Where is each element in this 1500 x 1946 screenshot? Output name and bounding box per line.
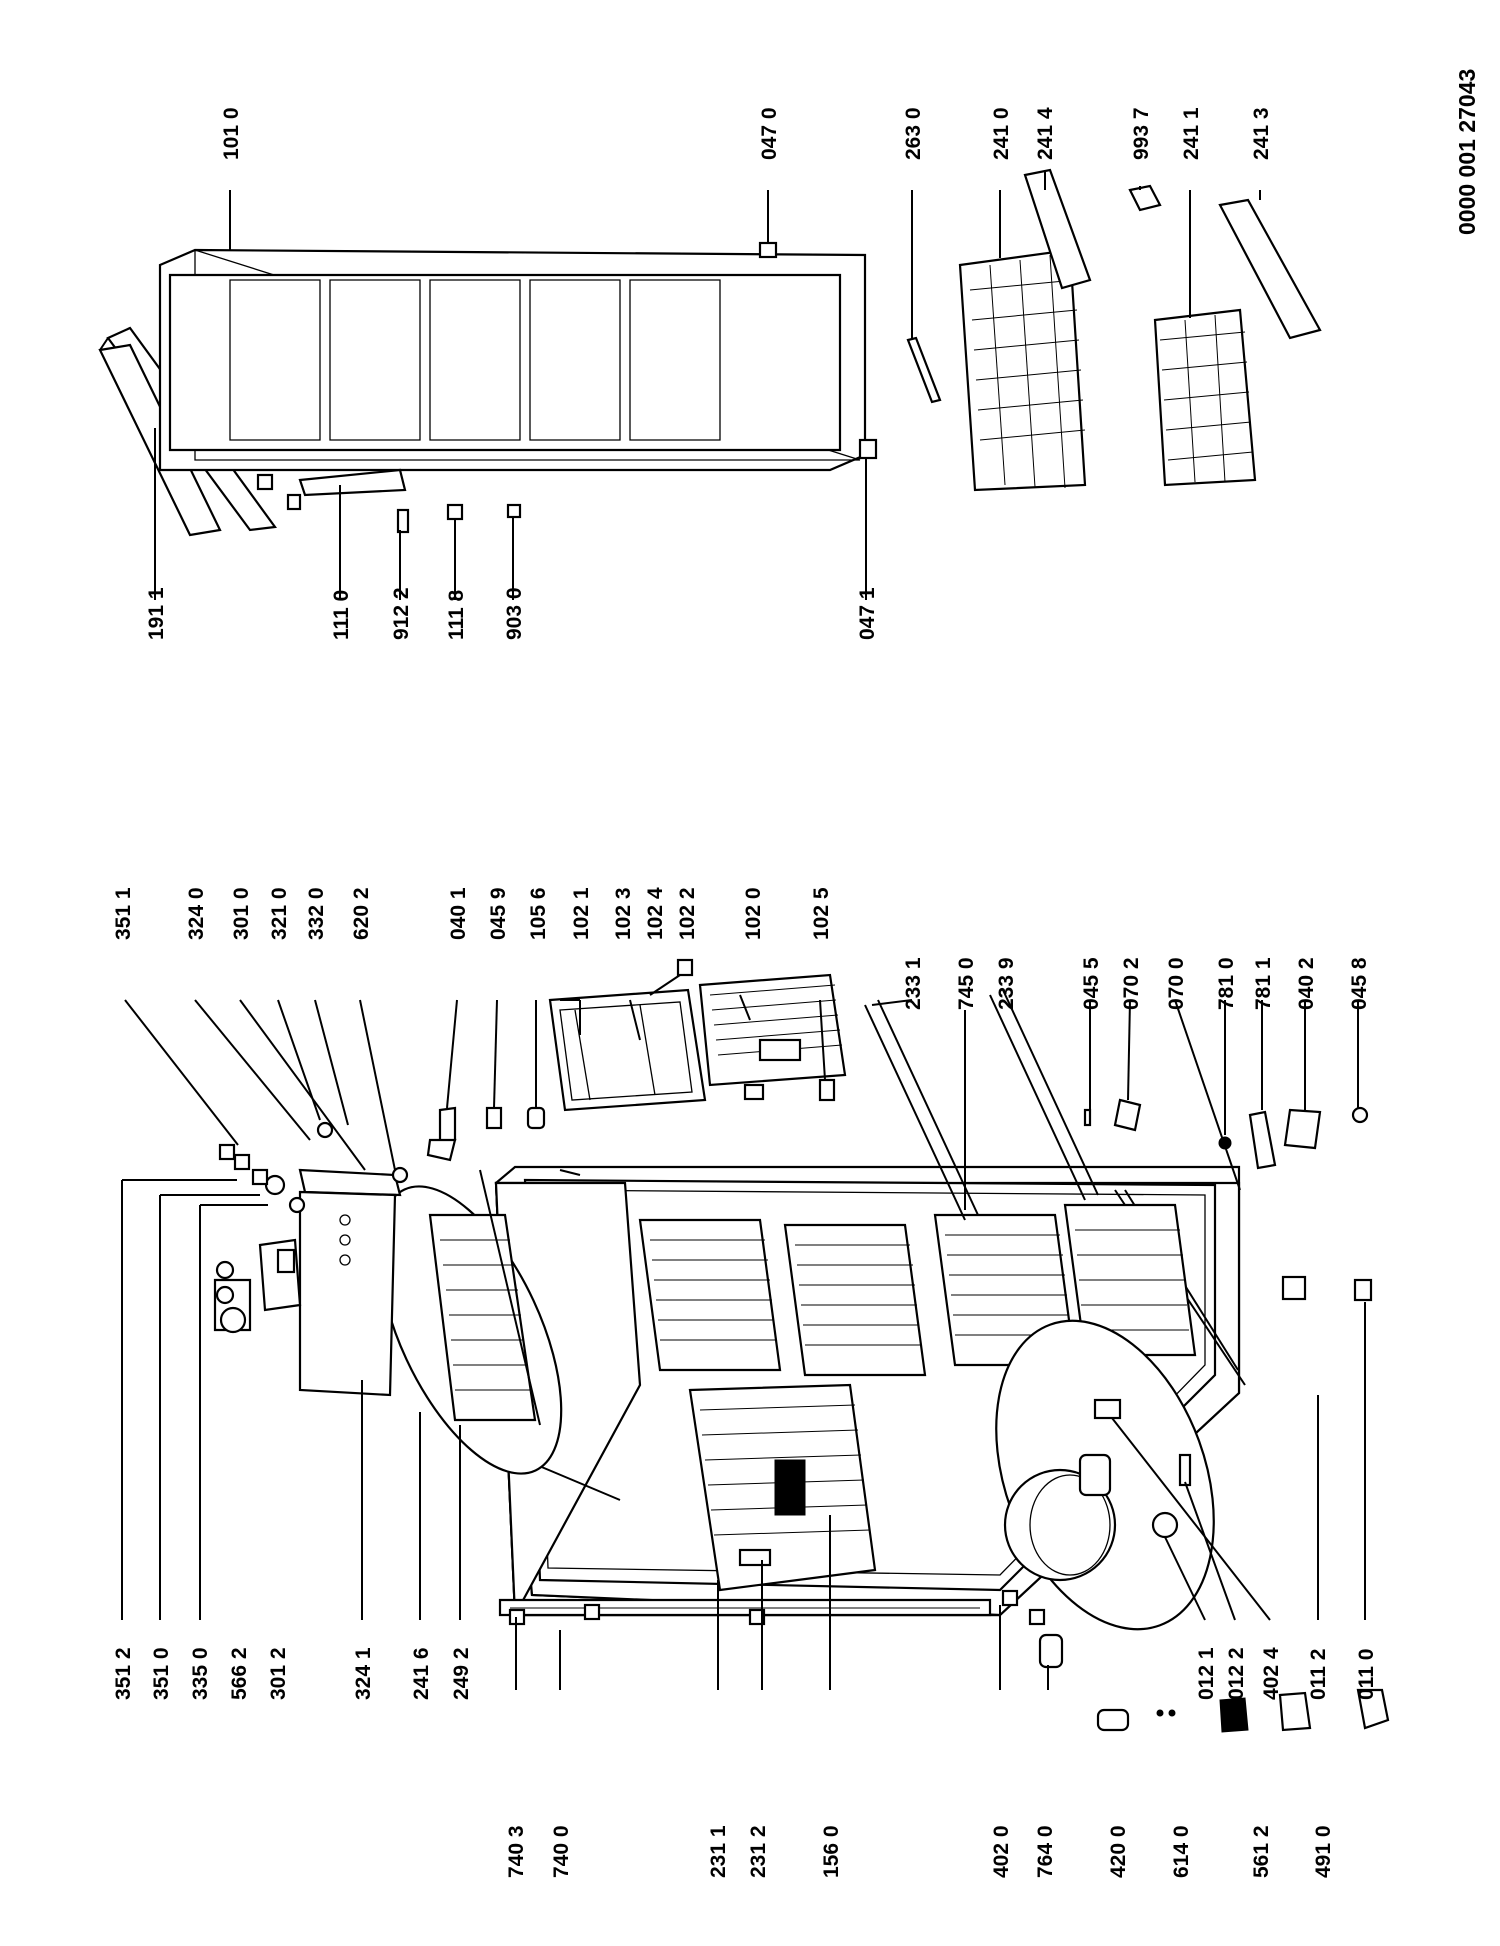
part-label-011-2: 011 2 [1307,1649,1330,1700]
condenser [498,1589,1019,1617]
part-label-101-0: 101 0 [220,107,243,160]
part-label-102-4: 102 4 [644,887,667,940]
diagram-code: 0000 001 27043 [1454,69,1480,235]
part-label-402-4: 402 4 [1260,1647,1283,1700]
part-label-040-2: 040 2 [1295,957,1318,1010]
part-label-241-3: 241 3 [1250,107,1273,160]
part-label-740-0: 740 0 [550,1825,573,1878]
part-label-047-0: 047 0 [758,107,781,160]
part-label-156-0: 156 0 [820,1825,843,1878]
part-label-335-0: 335 0 [189,1647,212,1700]
part-label-111-8: 111 8 [445,589,468,640]
door-assembly [98,248,867,537]
part-label-764-0: 764 0 [1034,1825,1057,1878]
part-label-263-0: 263 0 [902,107,925,160]
part-label-324-0: 324 0 [185,887,208,940]
part-label-324-1: 324 1 [352,1647,375,1700]
part-label-070-2: 070 2 [1120,957,1143,1010]
part-label-903-0: 903 0 [503,587,526,640]
part-label-491-0: 491 0 [1312,1825,1335,1878]
part-label-561-2: 561 2 [1250,1825,1273,1878]
part-label-105-6: 105 6 [527,887,550,940]
compressor-assembly [995,1319,1215,1631]
part-label-231-1: 231 1 [707,1825,730,1878]
part-label-301-2: 301 2 [267,1647,290,1700]
interior-shelves [638,1203,1197,1377]
part-label-420-0: 420 0 [1107,1825,1130,1878]
part-label-102-3: 102 3 [612,887,635,940]
part-label-070-0: 070 0 [1165,957,1188,1010]
part-label-620-2: 620 2 [350,887,373,940]
part-label-301-0: 301 0 [230,887,253,940]
part-label-102-1: 102 1 [570,887,593,940]
part-label-351-1: 351 1 [112,887,135,940]
evaporator-detail [377,1169,563,1475]
part-label-040-1: 040 1 [447,887,470,940]
part-label-332-0: 332 0 [305,887,328,940]
bottom-hinge-parts [1083,1098,1373,1302]
part-label-241-1: 241 1 [1180,107,1203,160]
part-label-012-2: 012 2 [1225,1647,1248,1700]
part-label-102-0: 102 0 [742,887,765,940]
part-label-102-5: 102 5 [810,887,833,940]
part-number-labels: 351 2 351 0 335 0 566 2 301 2 324 1 241 6 249 2… [112,69,1480,1878]
part-label-045-8: 045 8 [1348,957,1371,1010]
part-label-241-4: 241 4 [1034,107,1057,160]
part-label-241-6: 241 6 [410,1647,433,1700]
part-label-045-5: 045 5 [1080,957,1103,1010]
part-label-249-2: 249 2 [450,1647,473,1700]
part-label-351-2: 351 2 [112,1647,135,1700]
part-label-011-0: 011 0 [1355,1649,1378,1700]
loose-parts-left [508,1603,1390,1733]
part-label-047-1: 047 1 [856,587,879,640]
basket-lower [1153,308,1257,487]
basket-parts [906,168,1322,404]
part-label-231-2: 231 2 [747,1825,770,1878]
part-label-614-0: 614 0 [1170,1825,1193,1878]
drawer-rails [864,989,1099,1221]
part-label-321-0: 321 0 [268,887,291,940]
part-label-241-0: 241 0 [990,107,1013,160]
part-label-351-0: 351 0 [150,1647,173,1700]
rear-cover-grille [688,1383,877,1592]
part-label-740-3: 740 3 [505,1825,528,1878]
part-label-111-0: 111 0 [330,590,353,640]
part-label-045-9: 045 9 [487,887,510,940]
part-label-912-2: 912 2 [390,587,413,640]
hinge-parts-top [426,1106,546,1162]
control-panel [213,1121,409,1397]
part-label-402-0: 402 0 [990,1825,1013,1878]
part-label-993-7: 993 7 [1130,107,1153,160]
part-label-191-1: 191 1 [145,587,168,640]
part-label-745-0: 745 0 [955,957,978,1010]
part-label-012-1: 012 1 [1195,1647,1218,1700]
part-label-566-2: 566 2 [228,1647,251,1700]
part-label-781-1: 781 1 [1252,957,1275,1010]
part-label-781-0: 781 0 [1215,957,1238,1010]
drawer-assembly [548,958,847,1112]
part-label-102-2: 102 2 [676,887,699,940]
part-label-233-9: 233 9 [995,957,1018,1010]
part-label-233-1: 233 1 [902,957,925,1010]
leader-lines [121,170,1366,1690]
basket-upper [958,248,1087,492]
